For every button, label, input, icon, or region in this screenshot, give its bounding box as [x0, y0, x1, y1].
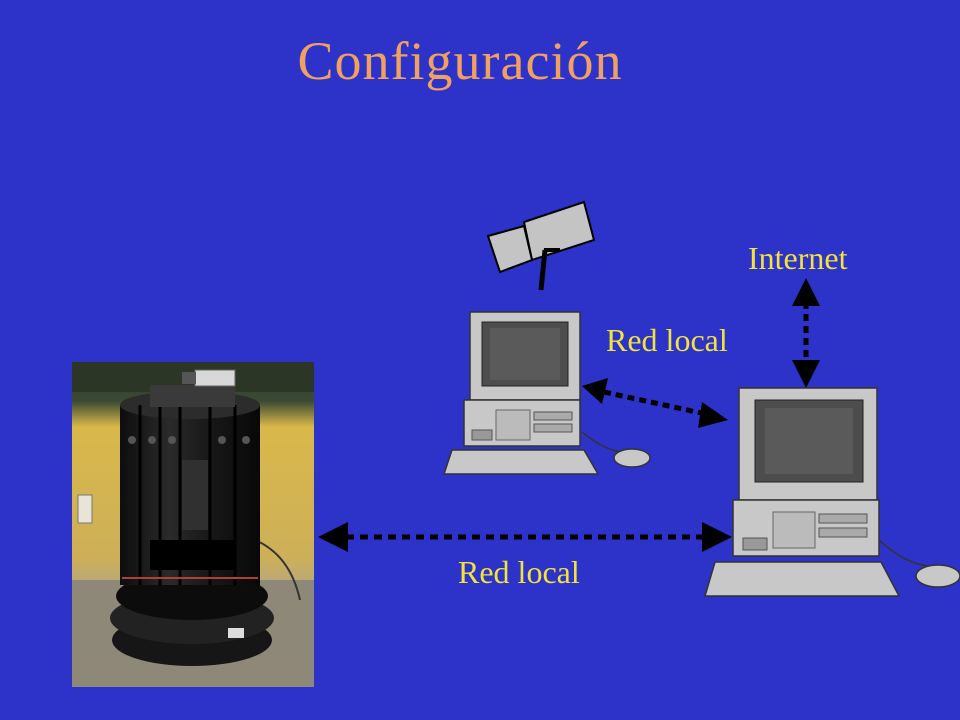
- computer-icon: [703, 387, 930, 597]
- label-red-local-bottom: Red local: [458, 554, 580, 590]
- label-internet: Internet: [748, 240, 848, 276]
- camera-icon: [486, 200, 596, 291]
- computer-icon: [442, 311, 623, 475]
- mouse-icon: [915, 564, 960, 588]
- arrow-internet: [792, 278, 820, 388]
- arrow-red-local-bottom: [318, 522, 732, 552]
- label-red-local-top: Red local: [606, 322, 728, 358]
- mouse-icon: [613, 448, 651, 468]
- slide-title: Configuración: [297, 31, 623, 91]
- arrow-red-local-top: [582, 378, 728, 428]
- robot-photo: [72, 362, 314, 687]
